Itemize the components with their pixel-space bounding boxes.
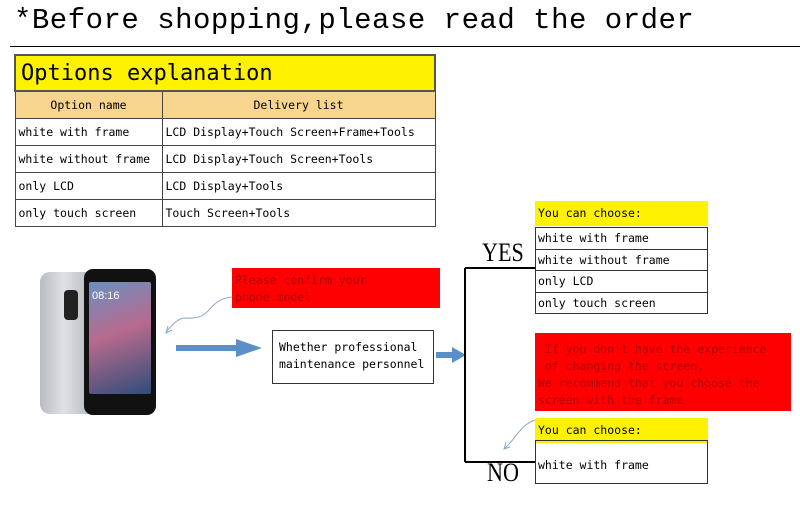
no-label: NO <box>487 458 519 487</box>
choice-item: only LCD <box>536 271 707 293</box>
no-choice-box: white with frame <box>535 440 708 484</box>
phone-clock-text: 08:16 <box>92 290 120 302</box>
confirm-line: Please confirm your <box>235 273 367 287</box>
advice-line: of changing the screen, <box>538 359 705 373</box>
no-advice-note: If you don't have the experience of chan… <box>535 333 791 411</box>
delivery-cell: LCD Display+Touch Screen+Frame+Tools <box>161 118 436 146</box>
whether-line: Whether professional <box>279 340 418 354</box>
table-row: white with frame LCD Display+Touch Scree… <box>14 118 436 146</box>
phone-screen <box>89 282 151 394</box>
no-choose-label: You can choose: <box>535 418 708 443</box>
blue-arrow-head <box>236 339 262 357</box>
page-title: *Before shopping,please read the order <box>14 4 695 37</box>
whether-line: maintenance personnel <box>279 357 425 371</box>
choice-item: white with frame <box>538 458 649 472</box>
advice-line: We recommend that you choose the <box>538 376 760 390</box>
pointer-curve <box>504 419 536 449</box>
delivery-cell: LCD Display+Tools <box>161 172 436 200</box>
options-heading: Options explanation <box>14 54 436 92</box>
yes-choose-label: You can choose: <box>535 201 708 226</box>
confirm-model-note: Please confirm your phone model <box>232 268 440 308</box>
title-divider <box>10 46 800 47</box>
yes-choices-list: white with frame white without frame onl… <box>535 227 708 314</box>
choice-item: white without frame <box>536 250 707 271</box>
advice-line: If you don't have the experience <box>538 342 767 356</box>
pointer-arrowhead <box>503 441 511 450</box>
blue-arrow-shaft <box>436 352 452 358</box>
table-row: only LCD LCD Display+Tools <box>14 172 436 200</box>
blue-arrow-head <box>452 347 466 363</box>
whether-professional-box: Whether professional maintenance personn… <box>272 330 434 384</box>
choice-item: only touch screen <box>538 295 656 310</box>
phone-camera <box>64 290 78 320</box>
column-header-delivery: Delivery list <box>161 90 436 119</box>
blue-arrow-shaft <box>176 345 236 351</box>
option-name-cell: only LCD <box>14 172 163 200</box>
advice-line: screen with the frame <box>538 393 684 407</box>
table-row: only touch screen Touch Screen+Tools <box>14 199 436 227</box>
pointer-arrowhead <box>165 325 173 334</box>
delivery-cell: Touch Screen+Tools <box>161 199 436 227</box>
confirm-line: phone model <box>235 290 312 304</box>
options-table: Options explanation Option name Delivery… <box>14 54 436 227</box>
yes-label: YES <box>482 238 524 267</box>
option-name-cell: white without frame <box>14 145 163 173</box>
pointer-curve <box>165 296 233 333</box>
choice-item: white with frame <box>536 228 707 250</box>
option-name-cell: only touch screen <box>14 199 163 227</box>
